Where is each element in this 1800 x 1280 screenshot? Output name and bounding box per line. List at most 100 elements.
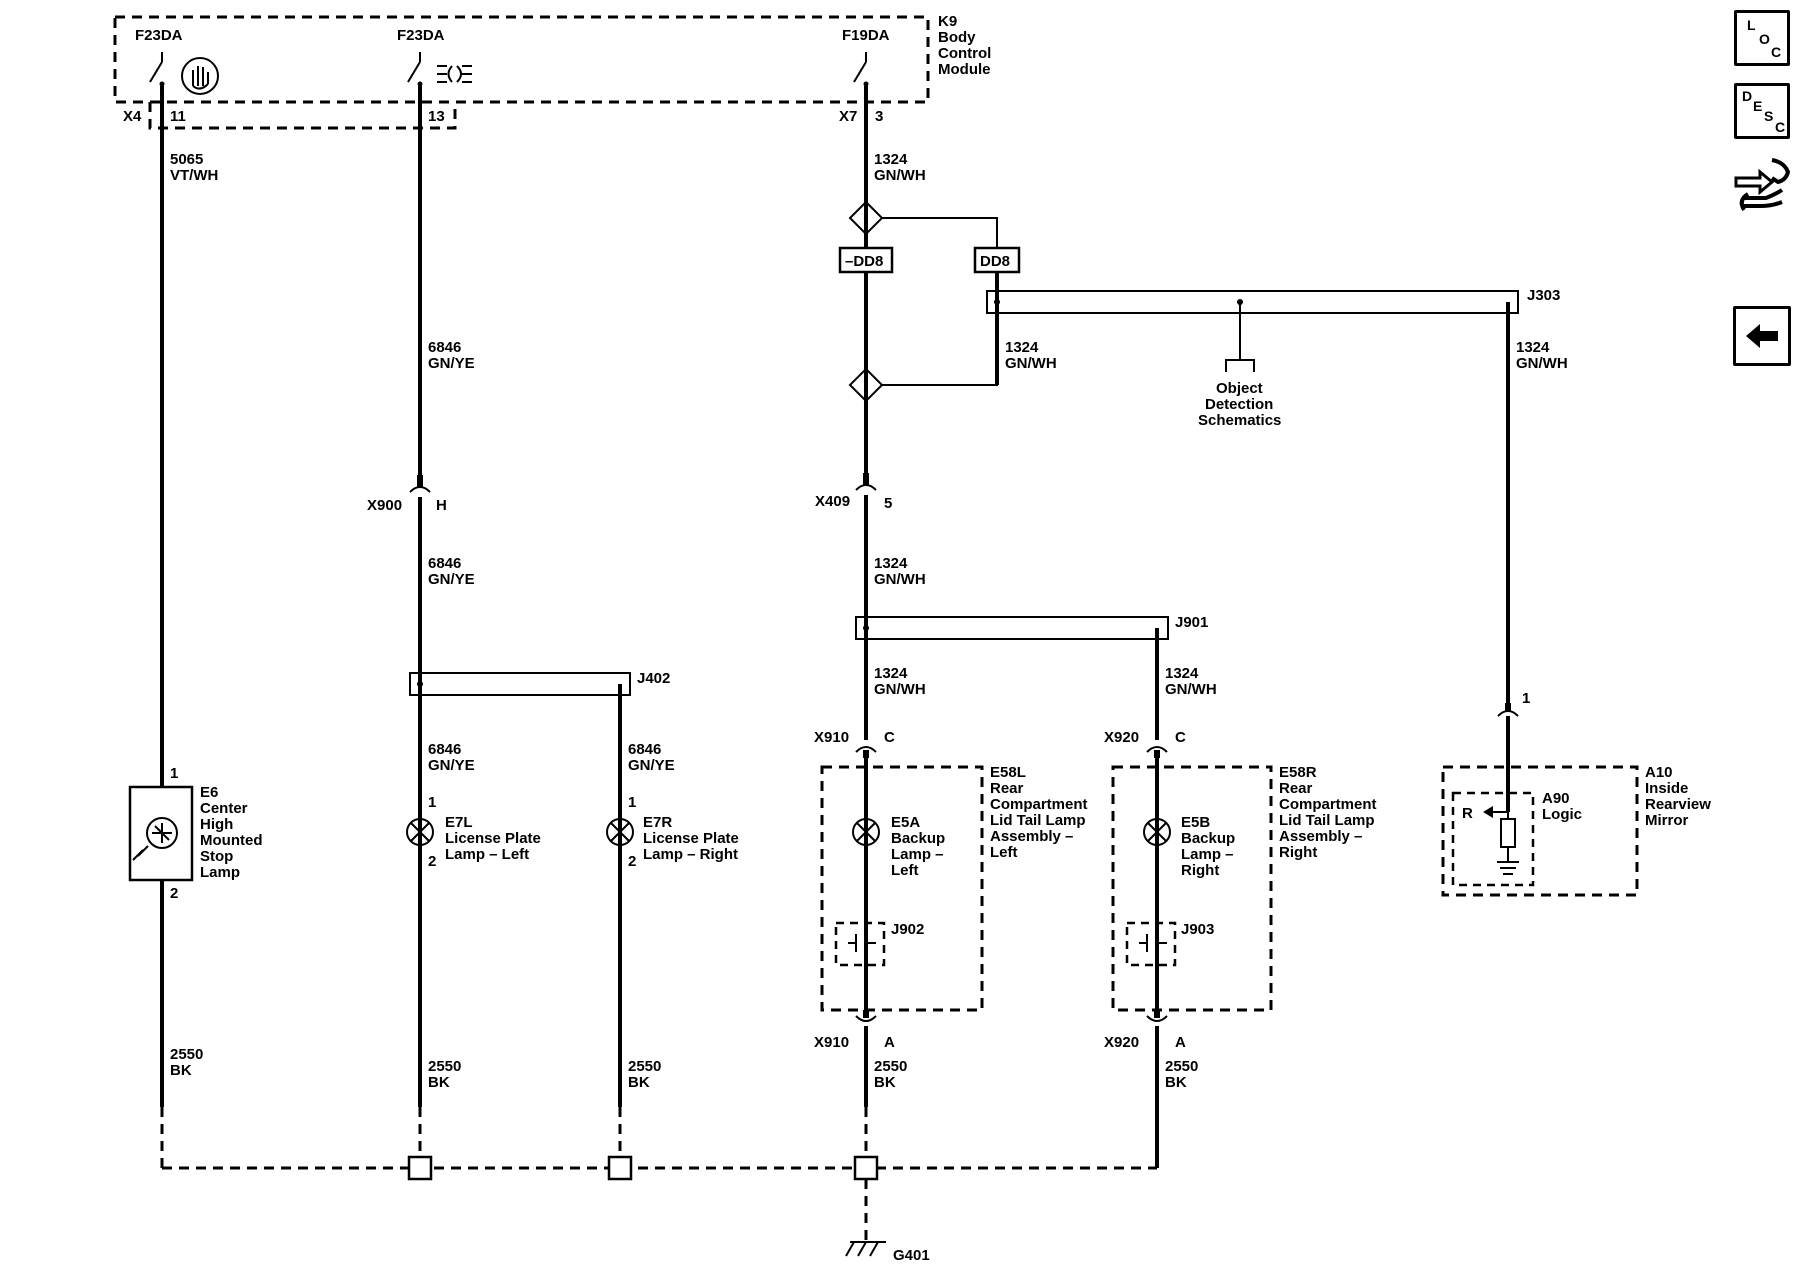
pin-11: 11 <box>170 108 186 125</box>
e58l-label: E58L <box>990 764 1026 781</box>
ground-g401: G401 <box>893 1247 930 1264</box>
svg-text:Left: Left <box>891 862 919 879</box>
pin-3: 3 <box>875 108 883 125</box>
connector-wrench-icon[interactable] <box>1732 150 1794 222</box>
svg-text:A: A <box>1175 1034 1186 1051</box>
svg-text:6846: 6846 <box>628 741 661 758</box>
splice-j901: J901 <box>855 614 1208 640</box>
svg-text:Compartment: Compartment <box>1279 796 1377 813</box>
svg-text:1324: 1324 <box>874 555 908 572</box>
svg-text:2: 2 <box>628 853 636 870</box>
svg-text:Mounted: Mounted <box>200 832 262 849</box>
splice-j402: J402 <box>409 670 670 696</box>
circuit-a10: 1324 GN/WH 1 R A90 Logic A10 Inside Rear… <box>1441 302 1711 897</box>
circuit-e5b: 1324 GN/WH X920 C E5B Backup Lamp – Righ… <box>1104 628 1377 1168</box>
svg-text:GN/YE: GN/YE <box>428 355 475 372</box>
svg-text:GN/WH: GN/WH <box>1005 355 1057 372</box>
svg-text:J303: J303 <box>1527 287 1560 304</box>
svg-text:1324: 1324 <box>1165 665 1199 682</box>
e6-label: E6 <box>200 784 218 801</box>
a90-pin-r: R <box>1462 805 1473 822</box>
circuit-e7r: 6846 GN/YE 1 2 E7R License Plate Lamp – … <box>606 684 739 1107</box>
svg-text:GN/WH: GN/WH <box>874 571 926 588</box>
svg-text:Detection: Detection <box>1205 396 1273 413</box>
svg-text:H: H <box>436 497 447 514</box>
e5b-label: E5B <box>1181 814 1210 831</box>
svg-text:Module: Module <box>938 61 991 78</box>
svg-text:Right: Right <box>1181 862 1219 879</box>
svg-text:Backup: Backup <box>891 830 945 847</box>
output-f19da: F19DA <box>842 27 890 87</box>
e5a-label: E5A <box>891 814 920 831</box>
svg-text:Assembly –: Assembly – <box>990 828 1073 845</box>
svg-text:Lamp: Lamp <box>200 864 240 881</box>
svg-text:1: 1 <box>628 794 636 811</box>
svg-text:J901: J901 <box>1175 614 1208 631</box>
svg-text:License Plate: License Plate <box>643 830 739 847</box>
svg-text:5: 5 <box>884 495 892 512</box>
svg-text:Lamp – Left: Lamp – Left <box>445 846 529 863</box>
svg-text:High: High <box>200 816 233 833</box>
svg-text:6846: 6846 <box>428 741 461 758</box>
svg-text:F19DA: F19DA <box>842 27 890 44</box>
desc-letter-s: S <box>1764 108 1774 124</box>
svg-text:Lamp –: Lamp – <box>1181 846 1234 863</box>
svg-text:Rear: Rear <box>1279 780 1313 797</box>
svg-text:C: C <box>1175 729 1186 746</box>
e7l-label: E7L <box>445 814 473 831</box>
option-dd8: DD8 <box>980 253 1010 270</box>
svg-text:J402: J402 <box>637 670 670 687</box>
svg-text:BK: BK <box>628 1074 650 1091</box>
splice-j303: 1324 GN/WH J303 <box>986 272 1560 385</box>
svg-text:Compartment: Compartment <box>990 796 1088 813</box>
svg-text:K9: K9 <box>938 13 957 30</box>
option-neg-dd8: –DD8 <box>845 253 883 270</box>
svg-text:GN/WH: GN/WH <box>874 167 926 184</box>
output-f23da-a: F23DA <box>135 27 183 87</box>
svg-text:2550: 2550 <box>428 1058 461 1075</box>
svg-text:C: C <box>884 729 895 746</box>
connector-x4: X4 <box>123 108 142 125</box>
connector-x900: X900 <box>367 497 402 514</box>
park-lamp-icon <box>437 65 472 83</box>
object-detection-reference: Object Detection Schematics <box>1198 302 1281 429</box>
loc-letter-c: C <box>1771 44 1782 60</box>
svg-text:Body: Body <box>938 29 976 46</box>
svg-text:Inside: Inside <box>1645 780 1688 797</box>
location-view-button[interactable]: L O C <box>1734 10 1790 66</box>
svg-text:F23DA: F23DA <box>397 27 445 44</box>
pin-13: 13 <box>428 108 445 125</box>
svg-text:Assembly –: Assembly – <box>1279 828 1362 845</box>
svg-text:Schematics: Schematics <box>1198 412 1281 429</box>
svg-text:1324: 1324 <box>1005 339 1039 356</box>
back-button[interactable] <box>1733 306 1791 366</box>
svg-text:GN/WH: GN/WH <box>874 681 926 698</box>
svg-text:Lamp –: Lamp – <box>891 846 944 863</box>
svg-text:2: 2 <box>170 885 178 902</box>
ground-bus: G401 <box>160 1107 1157 1264</box>
back-arrow-icon <box>1746 324 1778 348</box>
description-view-button[interactable]: D E S C <box>1734 83 1790 139</box>
svg-text:Lamp – Right: Lamp – Right <box>643 846 738 863</box>
svg-text:F23DA: F23DA <box>135 27 183 44</box>
splice-j903: J903 <box>1181 921 1214 938</box>
circuit-e6: 5065 VT/WH 1 2 E6 Center High Mounted St… <box>128 86 262 1107</box>
svg-text:2550: 2550 <box>628 1058 661 1075</box>
a10-label: A10 <box>1645 764 1673 781</box>
svg-text:Object: Object <box>1216 380 1263 397</box>
circuit-e5a: 1324 GN/WH X910 C E5A Backup Lamp – Left… <box>814 665 1088 1107</box>
svg-text:GN/YE: GN/YE <box>628 757 675 774</box>
a90-label: A90 <box>1542 790 1570 807</box>
e58r-label: E58R <box>1279 764 1317 781</box>
connector-x910-a: X910 <box>814 1034 849 1051</box>
svg-text:Lid Tail Lamp: Lid Tail Lamp <box>990 812 1086 829</box>
svg-text:License Plate: License Plate <box>445 830 541 847</box>
desc-letter-d: D <box>1742 88 1753 104</box>
svg-text:Control: Control <box>938 45 991 62</box>
svg-text:6846: 6846 <box>428 339 461 356</box>
svg-text:BK: BK <box>1165 1074 1187 1091</box>
svg-text:Left: Left <box>990 844 1018 861</box>
e7r-label: E7R <box>643 814 672 831</box>
connector-x920-c: X920 <box>1104 729 1139 746</box>
connector-x920-a: X920 <box>1104 1034 1139 1051</box>
